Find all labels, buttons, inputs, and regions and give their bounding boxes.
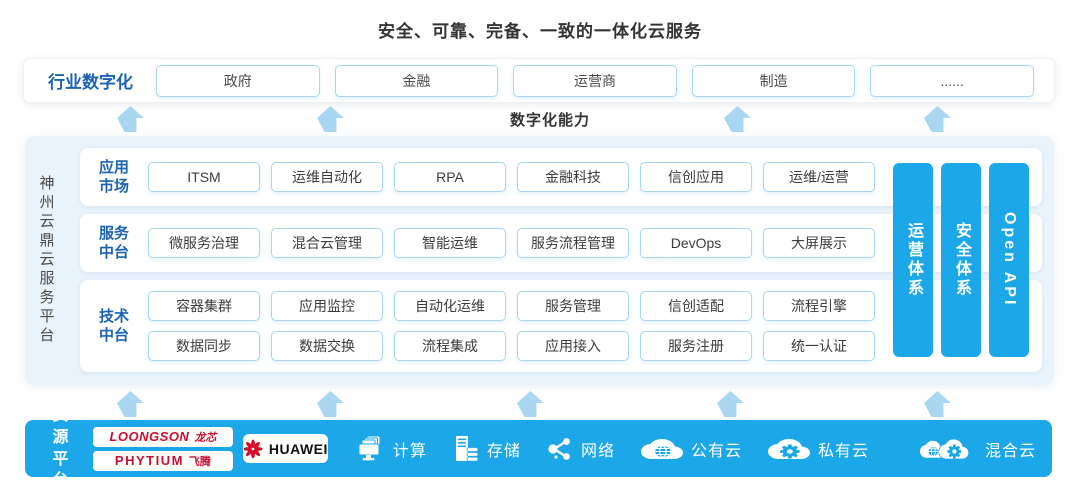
- service-item: 微服务治理: [148, 228, 260, 258]
- service-middle-platform-row: 服务中台 微服务治理 混合云管理 智能运维 服务流程管理 DevOps 大屏展示: [80, 214, 1042, 272]
- app-item: 运维/运营: [763, 162, 875, 192]
- tech-item: 服务管理: [517, 291, 629, 321]
- platform-vertical-title: 神州云鼎云服务平台: [37, 175, 55, 346]
- up-arrow-icon: [117, 391, 144, 417]
- resource-platform-label: 资源平台: [52, 407, 70, 490]
- operation-system-bar: 运营体系: [893, 163, 933, 357]
- hybrid-cloud-icon: [913, 434, 977, 464]
- industry-item-more: ......: [870, 64, 1034, 97]
- industry-item-manufacturing: 制造: [691, 64, 856, 97]
- service-item: 智能运维: [394, 228, 506, 258]
- up-arrow-icon: [924, 106, 951, 132]
- up-arrow-icon: [717, 391, 744, 417]
- service-item: 混合云管理: [271, 228, 383, 258]
- resource-item-private-cloud: 私有云: [767, 434, 869, 464]
- up-arrow-icon: [724, 106, 751, 132]
- page-title: 安全、可靠、完备、一致的一体化云服务: [378, 22, 702, 41]
- private-cloud-icon: [767, 434, 810, 464]
- network-icon: [547, 436, 573, 462]
- loongson-logo: LOONGSON 龙芯: [92, 426, 233, 447]
- app-item: 运维自动化: [271, 162, 383, 192]
- industry-item-operator: 运营商: [513, 64, 677, 97]
- app-market-label: 应用市场: [98, 158, 129, 196]
- digital-capability-label: 数字化能力: [509, 112, 590, 129]
- service-middle-platform-label: 服务中台: [98, 224, 129, 262]
- service-item: 大屏展示: [763, 228, 875, 258]
- up-arrow-icon: [117, 106, 144, 132]
- compute-icon: [358, 435, 385, 462]
- up-arrow-icon: [517, 391, 544, 417]
- tech-middle-platform-row: 技术中台 容器集群 应用监控 自动化运维 服务管理 信创适配 流程引擎 数据同步…: [80, 280, 1042, 372]
- app-item: 金融科技: [517, 162, 629, 192]
- industry-row-label: 行业数字化: [48, 73, 133, 92]
- service-item: DevOps: [640, 228, 752, 258]
- public-cloud-icon: [640, 434, 683, 464]
- tech-item: 服务注册: [640, 331, 752, 361]
- platform-panel: 神州云鼎云服务平台 应用市场 ITSM 运维自动化 RPA 金融科技 信创应用 …: [25, 136, 1054, 385]
- tech-item: 数据交换: [271, 331, 383, 361]
- tech-item: 信创适配: [640, 291, 752, 321]
- security-system-bar: 安全体系: [941, 163, 981, 357]
- app-item: ITSM: [148, 162, 260, 192]
- resource-item-public-cloud: 公有云: [640, 434, 742, 464]
- tech-items: 容器集群 应用监控 自动化运维 服务管理 信创适配 流程引擎 数据同步 数据交换…: [148, 291, 875, 361]
- up-arrow-icon: [317, 391, 344, 417]
- resource-item-hybrid-cloud: 混合云: [913, 434, 1036, 464]
- tech-item: 统一认证: [763, 331, 875, 361]
- resource-platform-bar: 资源平台 LOONGSON 龙芯 PHYTIUM 飞腾: [25, 407, 1052, 489]
- tech-item: 流程引擎: [763, 291, 875, 321]
- tech-item: 流程集成: [394, 331, 506, 361]
- up-arrow-icon: [317, 106, 344, 132]
- tech-middle-platform-label: 技术中台: [98, 307, 129, 345]
- huawei-logo: HUAWEI: [242, 434, 328, 463]
- storage-icon: [453, 435, 479, 462]
- tech-item: 数据同步: [148, 331, 260, 361]
- industry-item-finance: 金融: [334, 64, 499, 97]
- industry-digitalization-row: 行业数字化 政府 金融 运营商 制造 ......: [23, 58, 1055, 103]
- tech-item: 应用监控: [271, 291, 383, 321]
- app-item: 信创应用: [640, 162, 752, 192]
- tech-item: 应用接入: [517, 331, 629, 361]
- phytium-logo: PHYTIUM 飞腾: [92, 450, 233, 471]
- service-item: 服务流程管理: [517, 228, 629, 258]
- app-item: RPA: [394, 162, 506, 192]
- industry-item-government: 政府: [156, 64, 320, 97]
- tech-item: 容器集群: [148, 291, 260, 321]
- app-market-items: ITSM 运维自动化 RPA 金融科技 信创应用 运维/运营: [148, 162, 875, 192]
- service-items: 微服务治理 混合云管理 智能运维 服务流程管理 DevOps 大屏展示: [148, 228, 875, 258]
- resource-item-network: 网络: [547, 436, 615, 462]
- open-api-bar: Open API: [989, 163, 1029, 357]
- resource-item-compute: 计算: [358, 435, 427, 462]
- tech-item: 自动化运维: [394, 291, 506, 321]
- up-arrow-icon: [924, 391, 951, 417]
- cpu-vendor-chips: LOONGSON 龙芯 PHYTIUM 飞腾: [92, 426, 233, 471]
- resource-item-storage: 存储: [453, 435, 521, 462]
- app-market-row: 应用市场 ITSM 运维自动化 RPA 金融科技 信创应用 运维/运营: [80, 148, 1042, 206]
- huawei-flower-icon: [243, 439, 263, 459]
